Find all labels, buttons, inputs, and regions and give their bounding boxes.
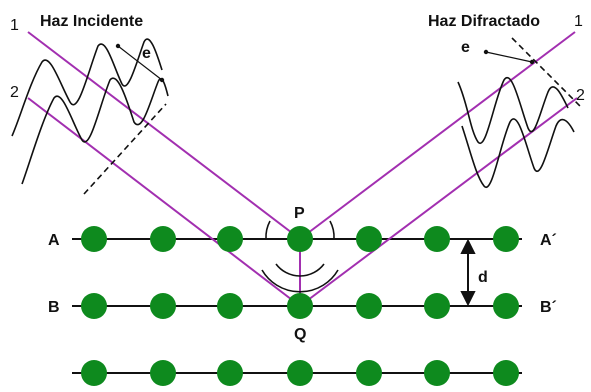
diffracted-angle-arc: [329, 220, 335, 240]
diffracted-ray-1: [299, 31, 576, 240]
diffracted-beam-label: Haz Difractado: [428, 13, 540, 30]
atom: [356, 360, 382, 386]
incident-wave-curve-2: [21, 77, 169, 185]
diffracted-wave-end-marker: [485, 51, 533, 63]
atoms-row-c: [81, 360, 519, 386]
diffracted-wave-marker-top: [483, 49, 489, 55]
incident-rays: [27, 31, 301, 307]
incident-wave-marker-top: [115, 43, 121, 49]
incident-ray-1: [27, 31, 301, 240]
atom: [356, 226, 382, 252]
atom: [493, 226, 519, 252]
spacing-arrow-head-top: [460, 238, 476, 254]
diffracted-wave-curve-2: [461, 118, 575, 189]
atom: [81, 226, 107, 252]
atom: [150, 360, 176, 386]
atoms-row-b: [81, 293, 519, 319]
spacing-arrow-head-bottom: [460, 291, 476, 307]
atom: [287, 226, 313, 252]
incident-wave: [11, 38, 169, 195]
angle-arc-q-inner: [275, 263, 325, 277]
diffracted-wave-curve-1: [457, 76, 569, 145]
atom: [150, 226, 176, 252]
incident-wave-dashed-front: [83, 103, 167, 195]
ray-label-2-right: 2: [576, 87, 585, 104]
atom: [150, 293, 176, 319]
diffracted-wave: [457, 37, 583, 189]
atoms-row-a: [81, 226, 519, 252]
incident-wave-marker-bottom: [159, 77, 165, 83]
incident-beam-label: Haz Incidente: [40, 13, 143, 30]
atom: [81, 360, 107, 386]
atom: [493, 360, 519, 386]
atom: [81, 293, 107, 319]
diffracted-ray-2: [299, 97, 578, 307]
incident-ray-2: [27, 97, 301, 307]
incident-angle-arc: [265, 220, 271, 240]
wavelength-label-right: e: [461, 39, 470, 56]
ray-label-1-right: 1: [574, 13, 583, 30]
point-p-label: P: [294, 205, 305, 222]
plane-b-prime-label: B´: [540, 299, 557, 316]
atom: [217, 226, 243, 252]
plane-b-label: B: [48, 299, 60, 316]
point-q-label: Q: [294, 326, 306, 343]
diffracted-wave-marker-bottom: [529, 59, 535, 65]
atom: [424, 360, 450, 386]
diffracted-wave-dashed-front: [511, 37, 583, 109]
atom: [217, 360, 243, 386]
incident-wave-curve-1: [11, 38, 163, 137]
wavelength-label-left: e: [142, 45, 151, 62]
spacing-label: d: [478, 269, 488, 286]
diffracted-rays: [299, 31, 578, 307]
atom: [287, 360, 313, 386]
atom: [493, 293, 519, 319]
plane-a-prime-label: A´: [540, 232, 557, 249]
atom: [424, 293, 450, 319]
atom: [287, 293, 313, 319]
atom: [356, 293, 382, 319]
plane-a-label: A: [48, 232, 60, 249]
incident-wave-end-marker: [117, 45, 163, 81]
ray-label-2-left: 2: [10, 84, 19, 101]
spacing-arrow: [460, 238, 476, 307]
angle-arcs: [261, 220, 339, 293]
ray-label-1-left: 1: [10, 17, 19, 34]
atom: [424, 226, 450, 252]
angle-arc-q-outer: [261, 269, 339, 293]
atom: [217, 293, 243, 319]
